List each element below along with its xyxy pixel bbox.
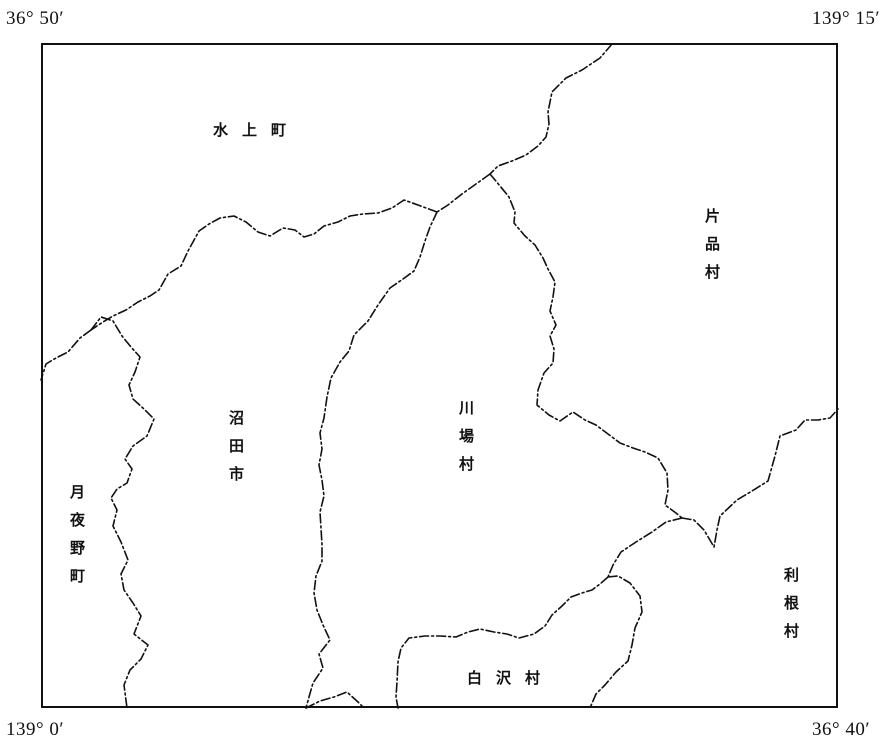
boundary-kawaba-shirasawa [395,576,609,709]
boundary-minakami-tsukiyono [40,329,92,381]
region-label-tsukiyono: 月夜野町 [68,484,86,596]
region-label-numata: 沼田市 [227,410,245,494]
boundary-katashina-tone [681,408,839,548]
region-label-katashina: 片品村 [703,208,721,292]
coordinate-top-left: 36° 50′ [6,8,65,29]
coordinate-bottom-left: 139° 0′ [6,719,65,740]
region-label-tone: 利根村 [782,567,800,651]
boundary-kawaba-shirasawa-south [305,691,365,709]
boundary-minakami-numata [90,199,438,331]
boundary-numata-kawaba [305,211,438,709]
boundary-kawaba-tone [607,517,683,578]
boundary-kawaba-katashina [489,173,683,519]
region-label-minakami: 水上町 [213,121,301,139]
boundary-minakami-kawaba [436,173,491,213]
coordinate-bottom-right: 36° 40′ [812,719,871,740]
region-label-shirasawa: 白沢村 [467,669,555,687]
coordinate-top-right: 139° 15′ [812,8,881,29]
boundary-minakami-katashina [489,43,613,175]
boundary-numata-tsukiyono [90,316,155,709]
region-label-kawaba: 川場村 [457,400,475,484]
boundary-tone-shirasawa [589,575,643,709]
